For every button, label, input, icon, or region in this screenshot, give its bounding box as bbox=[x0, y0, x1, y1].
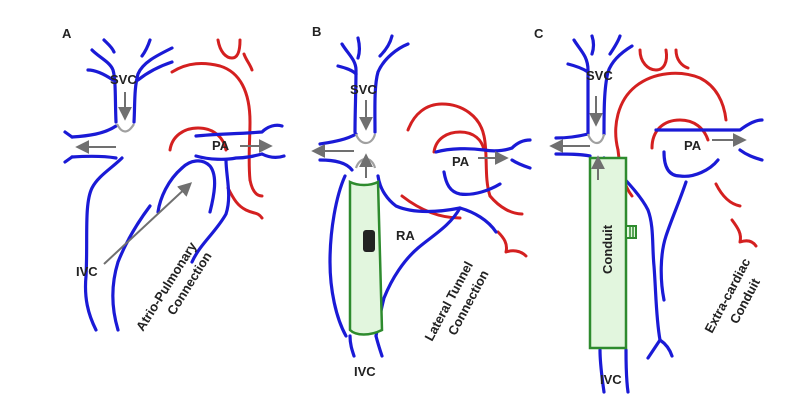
panel-a-junction bbox=[63, 123, 135, 164]
panel-a-flow-arrows bbox=[75, 92, 273, 265]
panel-c-conduit-tube bbox=[588, 156, 628, 350]
panel-b-lateral-tunnel bbox=[348, 179, 384, 336]
panel-b-flow-arrows bbox=[311, 100, 509, 178]
panel-a-ivc-label: IVC bbox=[76, 264, 98, 279]
panel-b-pa-label: PA bbox=[452, 154, 470, 169]
panel-b-ivc-label: IVC bbox=[354, 364, 376, 379]
panel-c-pa: PA bbox=[654, 118, 764, 178]
panel-a-svc-label: SVC bbox=[110, 72, 137, 87]
panel-c-pa-label: PA bbox=[684, 138, 702, 153]
panel-a-letter: A bbox=[62, 26, 72, 41]
panel-c-svc-vessel bbox=[566, 34, 634, 136]
panel-c-atrium bbox=[598, 156, 688, 394]
panel-b-junction bbox=[318, 132, 377, 172]
panel-c-caption: Extra-cardiac Conduit bbox=[701, 252, 771, 343]
panel-a-aorta bbox=[168, 38, 264, 220]
panel-b-caption: Lateral Tunnel Connection bbox=[421, 256, 493, 352]
panel-c-svc-label: SVC bbox=[586, 68, 613, 83]
panel-a-svc-vessel bbox=[86, 38, 174, 124]
panel-a-atrium bbox=[83, 156, 231, 332]
panel-b-letter: B bbox=[312, 24, 321, 39]
panel-b-pa: PA bbox=[434, 138, 532, 196]
panel-a-caption: Atrio-Pulmonary Connection bbox=[133, 236, 217, 343]
panel-c-flow-arrows bbox=[549, 96, 747, 180]
panel-b-aorta bbox=[400, 102, 528, 258]
panel-c-junction bbox=[554, 132, 606, 158]
panel-c-ivc-label: IVC bbox=[600, 372, 622, 387]
panel-a-pa: PA bbox=[194, 123, 286, 161]
panel-b-ra-label: RA bbox=[396, 228, 415, 243]
panel-b-svc-label: SVC bbox=[350, 82, 377, 97]
panel-b: B PA bbox=[311, 24, 532, 379]
panel-a: A PA bbox=[62, 26, 286, 343]
panel-b-svc-vessel bbox=[336, 34, 410, 134]
panel-c-conduit-label: Conduit bbox=[600, 224, 615, 274]
panel-c: C PA bbox=[534, 26, 771, 394]
panel-c-conduit: Conduit bbox=[588, 156, 637, 350]
panel-b-fenestration bbox=[363, 230, 375, 252]
panel-c-conduit-stub bbox=[625, 225, 637, 239]
panel-a-pa-label: PA bbox=[212, 138, 230, 153]
panel-c-letter: C bbox=[534, 26, 544, 41]
